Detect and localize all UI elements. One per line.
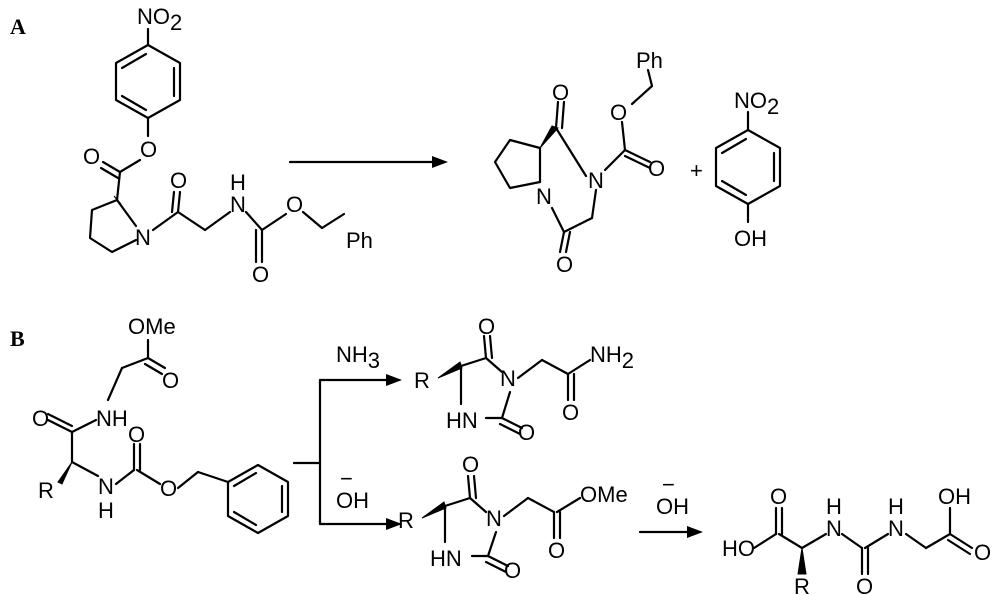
amide-oxygen-b: O: [32, 406, 49, 431]
panel-label-a: A: [10, 14, 26, 39]
product-diketopiperazine: N O N O O O Ph: [493, 48, 665, 277]
carbamate-nh: N: [230, 192, 246, 217]
hydantoin-n3: N: [500, 366, 516, 391]
hydantoin-nh: HN: [446, 408, 478, 433]
amide-oxygen: O: [170, 168, 187, 193]
acid-oh-right: OH: [938, 484, 971, 509]
phenyl-group: Ph: [346, 228, 373, 253]
branching-arrows: [292, 374, 402, 530]
cbz-ester-oxygen: O: [610, 100, 627, 125]
substituent-r-ester: R: [398, 508, 414, 533]
urea-h-left: H: [826, 494, 842, 519]
ester-carbonyl-oxygen-b: O: [162, 368, 179, 393]
acid-oxygen-right: O: [974, 540, 991, 565]
acid-oxygen-left: O: [770, 484, 787, 509]
substituent-r-amide: R: [414, 368, 430, 393]
carbamate-ester-oxygen-b: O: [160, 476, 177, 501]
ester-hydantoin-oxygen-top: O: [462, 452, 479, 477]
proline-nitrogen: N: [135, 225, 151, 250]
nitrophenyl-ring: [114, 43, 182, 120]
cbz-phenyl: Ph: [636, 48, 663, 73]
carbamate-carbonyl-oxygen: O: [252, 262, 269, 287]
carbonyl-oxygen: O: [83, 144, 100, 169]
methyl-ester: OMe: [128, 314, 176, 339]
glycinate-ome: OMe: [580, 482, 628, 507]
reagent-hydroxide-2: OH: [656, 494, 689, 519]
product-urea-diacid: HO O R N H O N H OH O: [722, 484, 991, 595]
reagent-hydroxide-1-charge: −: [340, 466, 353, 491]
urea-n-left: N: [826, 516, 842, 541]
nitrophenol-hydroxyl: OH: [734, 226, 767, 251]
substituent-r-diacid: R: [794, 574, 810, 595]
cbz-carbonyl-oxygen: O: [648, 156, 665, 181]
carbamate-n-b: N: [98, 474, 114, 499]
product-hydantoin-amide: R O N O HN O NH2: [414, 314, 634, 445]
product-hydantoin-ester: R O N O HN O OMe: [398, 452, 628, 583]
carbamate-h-b: H: [98, 498, 114, 523]
panel-label-b: B: [10, 326, 25, 351]
reagent-hydroxide-2-charge: −: [662, 472, 675, 497]
acid-ho-left: HO: [722, 536, 755, 561]
reagent-hydroxide-1: OH: [336, 488, 369, 513]
carbamate-h: H: [230, 170, 246, 195]
product-nitrophenol: NO2 OH: [714, 88, 782, 251]
ester-hydantoin-oxygen-right: O: [504, 558, 521, 583]
reactant-b: OMe O NH O R N H O O: [32, 314, 290, 535]
plus-sign: +: [690, 158, 703, 183]
ester-oxygen: O: [140, 137, 157, 162]
dkp-oxygen-bottom: O: [556, 252, 573, 277]
reagent-ammonia: NH3: [336, 342, 380, 373]
ester-hydantoin-nh: HN: [430, 546, 462, 571]
urea-h-right: H: [888, 494, 904, 519]
hydantoin-oxygen-top: O: [478, 314, 495, 339]
reaction-arrow-hydrolysis: − OH: [638, 472, 703, 538]
urea-n-right: N: [888, 516, 904, 541]
nitro-group: NO2: [137, 4, 182, 35]
reaction-arrow-a: [288, 156, 448, 168]
substituent-r-reactant: R: [38, 478, 54, 503]
carbamate-carbonyl-oxygen-b: O: [128, 422, 145, 447]
urea-oxygen: O: [856, 574, 873, 595]
nitrophenol-nitro: NO2: [734, 88, 779, 119]
dkp-nitrogen-2: N: [588, 168, 604, 193]
reactant-a: NO2 O O N O N H O O: [83, 4, 373, 287]
hydantoin-oxygen-right: O: [518, 420, 535, 445]
dkp-nitrogen-1: N: [536, 184, 552, 209]
amide-nh-b: NH: [96, 406, 128, 431]
benzyl-ring: [226, 463, 290, 535]
ester-hydantoin-n3: N: [486, 506, 502, 531]
carbamate-ester-oxygen: O: [286, 192, 303, 217]
acetamide-nh2: NH2: [590, 342, 634, 373]
dkp-oxygen-top: O: [552, 80, 569, 105]
acetamide-oxygen: O: [562, 400, 579, 425]
glycinate-oxygen: O: [548, 538, 565, 563]
